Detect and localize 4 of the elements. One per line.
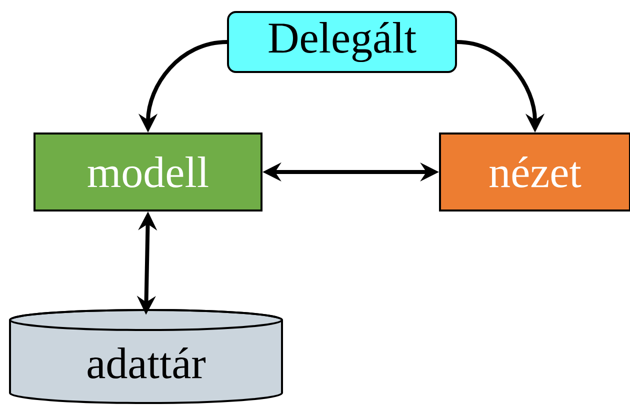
delegate-box: Delegált xyxy=(227,11,457,73)
database-cylinder: adattár xyxy=(9,309,283,404)
model-box: modell xyxy=(34,132,262,212)
view-box: nézet xyxy=(439,132,630,212)
